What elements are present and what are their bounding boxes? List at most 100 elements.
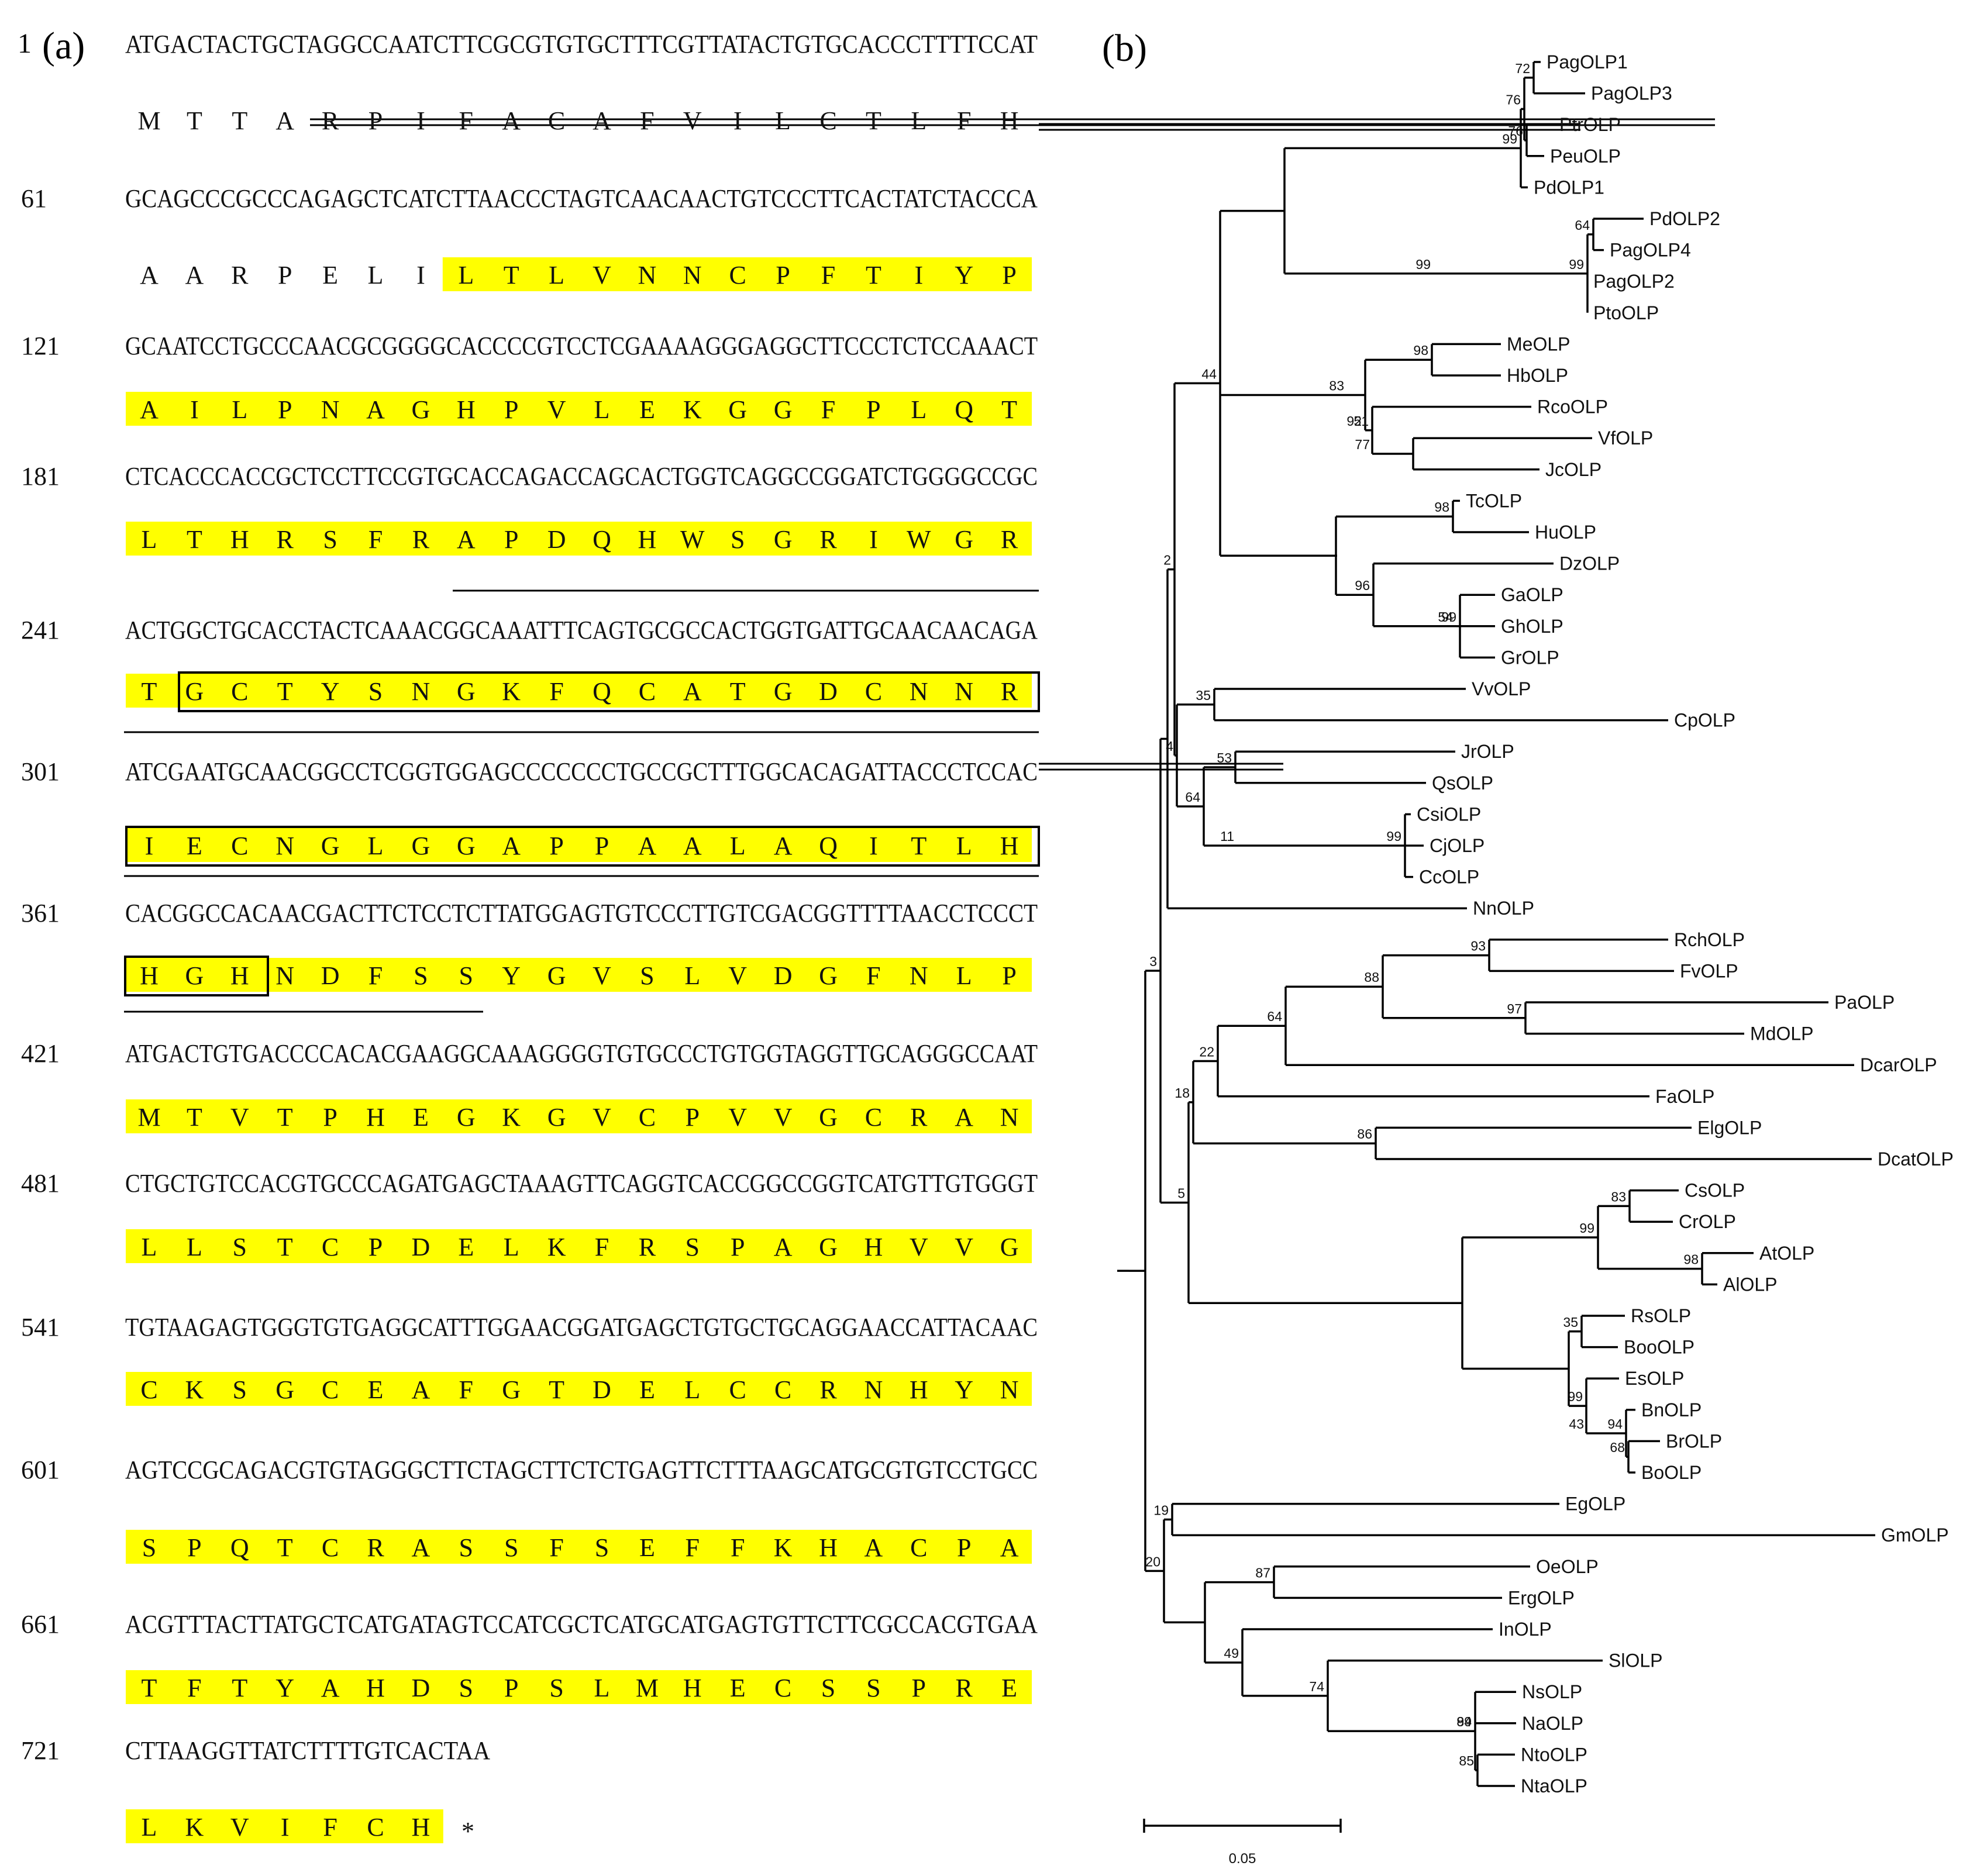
amino-acid: L [368,261,384,289]
signal-highlight [442,828,489,862]
signal-highlight [126,392,172,426]
amino-acid: T [277,1533,293,1562]
signal-highlight [805,1372,851,1406]
amino-acid: C [774,1375,791,1404]
amino-acid: P [323,1103,337,1132]
signal-highlight [397,828,443,862]
signal-highlight [126,1809,172,1843]
amino-acid: C [140,1375,157,1404]
leaf-label: HbOLP [1507,365,1568,386]
signal-highlight [261,1099,308,1133]
leaf-label: VvOLP [1472,678,1531,699]
signal-highlight [805,1229,851,1263]
amino-acid: T [187,525,202,554]
bootstrap-value: 98 [1413,343,1428,358]
signal-highlight [850,674,896,708]
signal-highlight [941,392,987,426]
signal-highlight [261,958,308,992]
amino-acid: L [594,1674,610,1702]
amino-acid: V [955,1233,973,1261]
amino-acid: H [638,525,657,554]
signal-highlight [488,1099,534,1133]
signal-highlight [578,257,625,291]
signal-highlight [171,1809,217,1843]
amino-acid: P [686,1103,700,1132]
nucleotide-row: ATGACTGTGACCCCACACGAAGGCAAAGGGGTGTGCCCTG… [125,1039,1038,1068]
signal-highlight [714,1372,760,1406]
signal-highlight [986,828,1032,862]
amino-acid: A [1000,1533,1019,1562]
signal-highlight [850,958,896,992]
amino-acid: C [729,1375,746,1404]
signal-highlight [397,1670,443,1704]
amino-acid: P [912,1674,926,1702]
bootstrap-value: 99 [1441,609,1456,625]
signal-highlight [669,1530,715,1564]
amino-acid: C [322,1375,339,1404]
amino-acid: G [412,832,430,860]
signal-highlight [216,522,263,556]
amino-acid: P [1002,261,1016,289]
signal-highlight [442,1530,489,1564]
signal-highlight [352,1530,398,1564]
signal-highlight [714,1530,760,1564]
amino-acid: A [865,1533,883,1562]
amino-acid: V [547,395,566,424]
nucleotide-row: ATGACTACTGCTAGGCCAATCTTCGCGTGTGCTTTCGTTA… [125,30,1038,58]
bootstrap-value: 94 [1607,1416,1623,1432]
amino-acid: A [140,395,159,424]
amino-acid: A [502,106,521,135]
amino-acid: G [774,395,793,424]
amino-acid: L [684,961,700,990]
leaf-label: TcOLP [1466,490,1522,511]
amino-acid: F [640,106,654,135]
amino-acid: L [956,832,972,860]
signal-highlight [850,522,896,556]
signal-highlight [624,257,670,291]
amino-acid: A [321,1674,340,1702]
amino-acid: G [774,677,793,706]
bootstrap-value: 98 [1683,1252,1699,1267]
leaf-label: PaOLP [1834,992,1895,1013]
signal-highlight [805,674,851,708]
signal-highlight [352,1809,398,1843]
signal-highlight [306,1372,353,1406]
leaf-label: CcOLP [1419,867,1479,888]
signal-highlight [895,674,942,708]
leaf-label: EgOLP [1565,1494,1625,1515]
amino-acid: I [869,832,878,860]
signal-highlight [488,958,534,992]
signal-highlight [261,1670,308,1704]
amino-acid: A [140,261,159,289]
signal-highlight [442,1372,489,1406]
signal-highlight [261,674,308,708]
signal-highlight [306,522,353,556]
signal-highlight [171,958,217,992]
amino-acid: K [683,395,702,424]
domain-box [124,956,269,996]
amino-acid: T [277,677,293,706]
amino-acid: R [277,525,294,554]
signal-highlight [714,958,760,992]
amino-acid: I [733,106,742,135]
bootstrap-value: 44 [1201,366,1217,381]
amino-acid: E [639,1375,655,1404]
signal-highlight [941,674,987,708]
signal-highlight [352,1670,398,1704]
signal-highlight [533,1670,579,1704]
motif-underlines [124,118,1715,1013]
signal-highlight [986,257,1032,291]
signal-highlight [397,1229,443,1263]
signal-highlight [216,958,263,992]
amino-acid: T [187,106,202,135]
amino-acid: L [458,261,474,289]
signal-highlight [669,1229,715,1263]
row-number: 301 [21,757,60,786]
signal-highlight [941,828,987,862]
signal-highlight [759,392,805,426]
signal-highlight [442,958,489,992]
bootstrap-value: 74 [1309,1679,1324,1694]
amino-acid: R [956,1674,973,1702]
amino-acid: P [549,832,563,860]
